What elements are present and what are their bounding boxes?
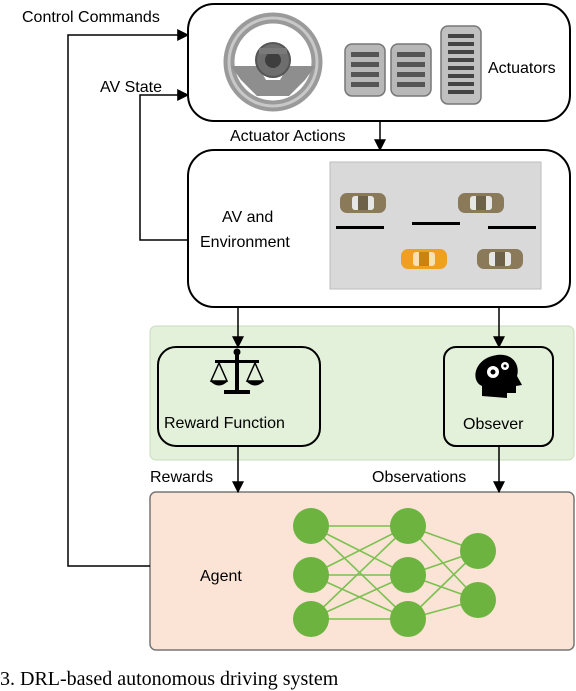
network-neuron	[390, 508, 426, 544]
control-commands-label: Control Commands	[22, 9, 160, 26]
road-scene	[329, 161, 542, 290]
observer-label: Obsever	[463, 416, 524, 433]
av-state-label: AV State	[100, 79, 162, 96]
actuator-actions-label: Actuator Actions	[230, 128, 346, 145]
network-neuron	[293, 508, 329, 544]
network-neuron	[460, 533, 496, 569]
actuators-label: Actuators	[488, 60, 556, 77]
agent-label: Agent	[200, 568, 242, 585]
network-neuron	[390, 557, 426, 593]
other-car-icon	[477, 249, 523, 269]
figure-caption: 3. DRL-based autonomous driving system	[0, 668, 339, 690]
network-neuron	[390, 601, 426, 637]
observations-label: Observations	[372, 469, 466, 486]
network-neuron	[293, 601, 329, 637]
rewards-label: Rewards	[150, 469, 213, 486]
network-neuron	[293, 557, 329, 593]
ego-car-icon	[401, 249, 447, 269]
av-state-connector	[139, 89, 190, 241]
network-edge	[310, 525, 409, 576]
neural-network	[293, 508, 496, 637]
steering-wheel-icon	[223, 12, 323, 112]
other-car-icon	[458, 193, 504, 213]
balance-scale-icon	[209, 348, 265, 394]
av-env-label-line2: Environment	[200, 234, 290, 251]
network-edge	[310, 525, 409, 620]
reward-function-label: Reward Function	[164, 415, 285, 432]
pedals-icon	[344, 25, 482, 105]
av-env-label-line1: AV and	[222, 209, 273, 226]
control-commands-connector	[67, 29, 190, 567]
head-gears-icon	[475, 354, 522, 398]
other-car-icon	[340, 193, 386, 213]
network-neuron	[460, 582, 496, 618]
